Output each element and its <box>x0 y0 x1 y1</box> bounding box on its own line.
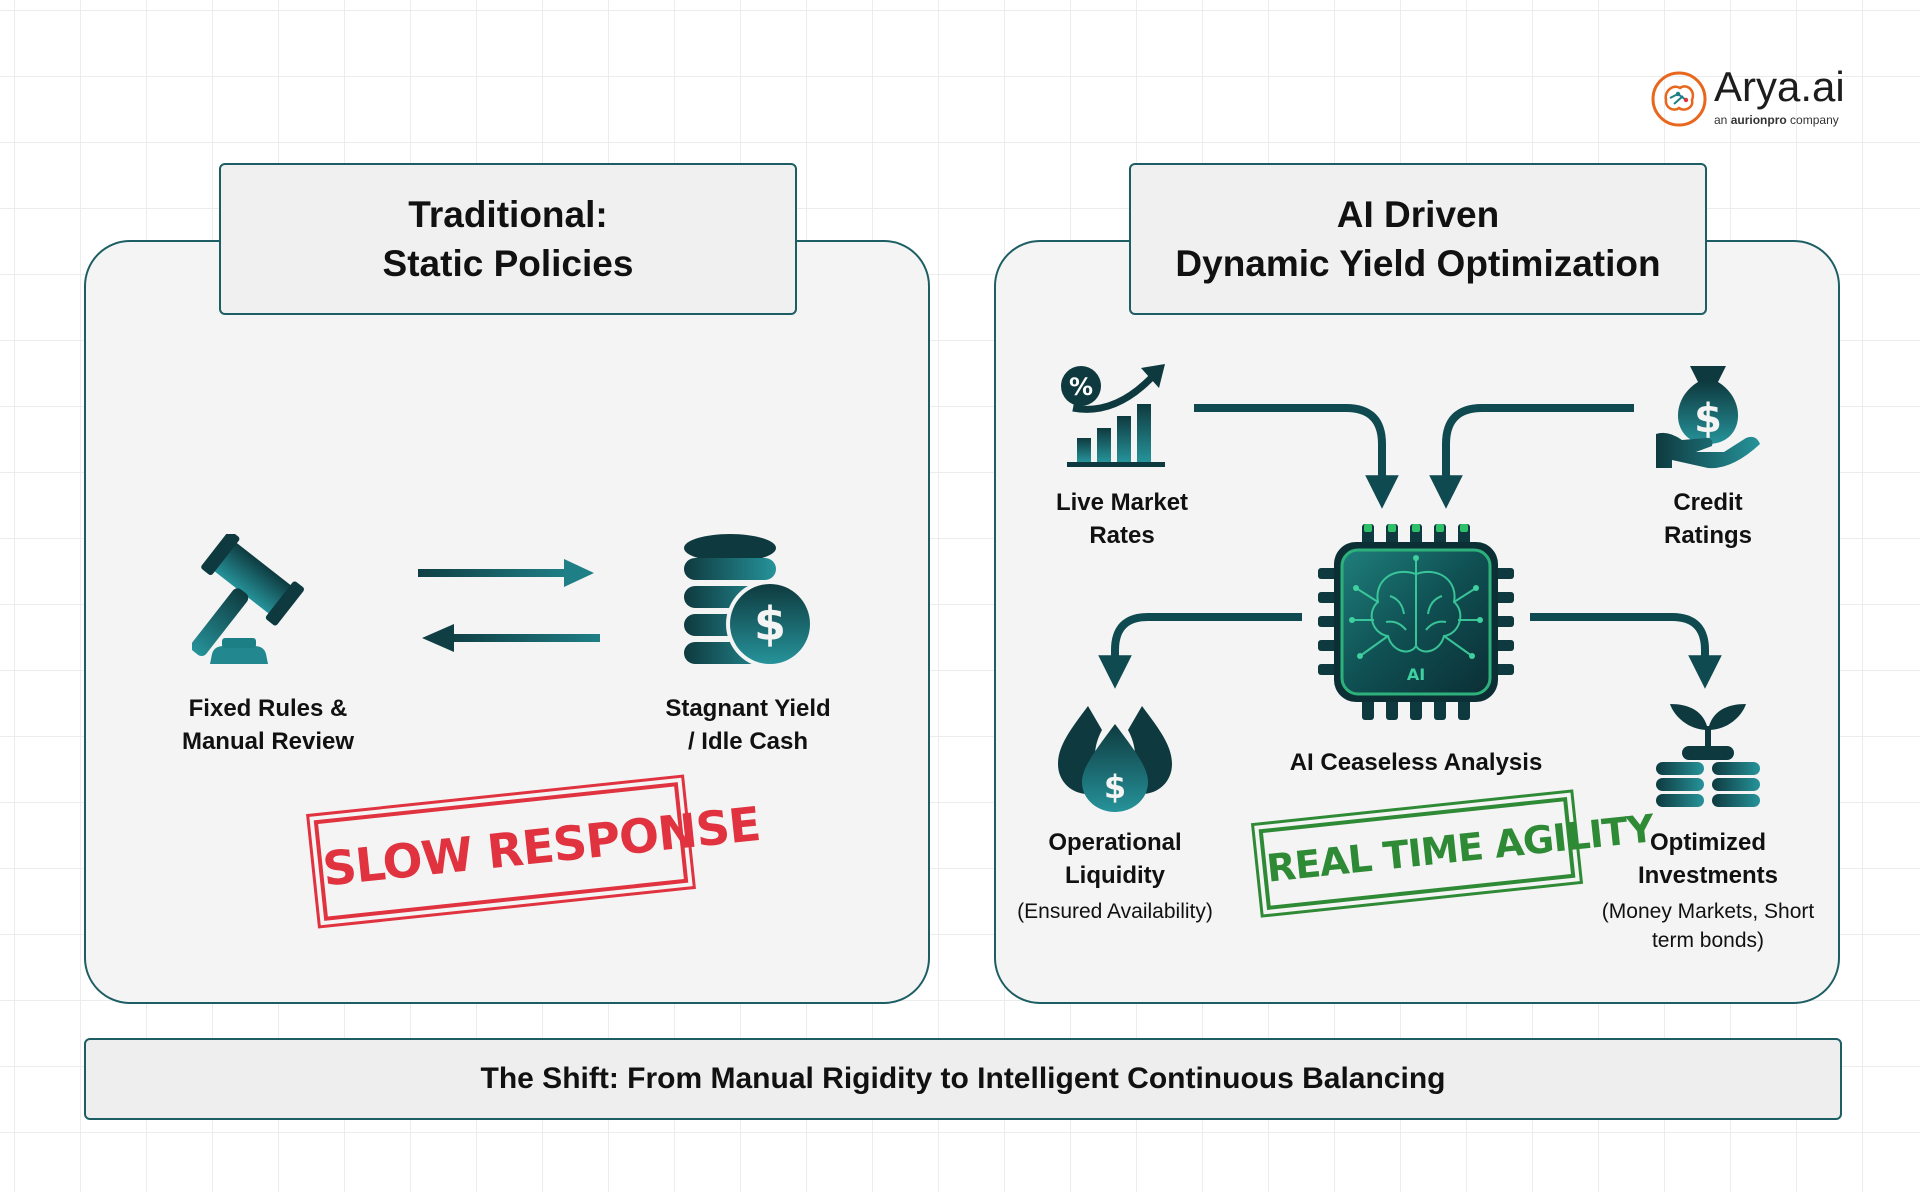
shift-footer-banner: The Shift: From Manual Rigidity to Intel… <box>84 1038 1842 1120</box>
liquidity-note: (Ensured Availability) <box>1017 900 1213 923</box>
fixed-rules-line2: Manual Review <box>181 728 355 755</box>
market-rates-chart-icon: % <box>1061 364 1165 467</box>
shift-footer-text: The Shift: From Manual Rigidity to Intel… <box>480 1062 1446 1095</box>
gavel-icon <box>192 534 305 664</box>
operational-liquidity-label: Operational Liquidity <box>1000 826 1230 892</box>
ai-brain-chip-icon: AI <box>1318 524 1514 720</box>
stagnant-yield-label: Stagnant Yield / Idle Cash <box>640 692 856 758</box>
ai-title-line1: AI Driven <box>1336 194 1500 235</box>
stagnant-yield-line2: / Idle Cash <box>687 728 809 755</box>
credit-ratings-line1: Credit <box>1673 489 1743 516</box>
brand-logo: Arya.ai an aurionpro company <box>1650 63 1850 130</box>
investments-line1: Optimized <box>1649 829 1766 856</box>
traditional-title-line1: Traditional: <box>408 194 608 235</box>
tagline-prefix: an <box>1714 113 1728 127</box>
live-market-line2: Rates <box>1089 522 1155 549</box>
investments-line2: Investments <box>1637 862 1779 889</box>
svg-text:%: % <box>1069 373 1093 401</box>
coin-stack-dollar-icon: $ <box>684 534 814 668</box>
ai-to-investments-arrow <box>1530 613 1722 689</box>
traditional-title-line2: Static Policies <box>382 243 634 284</box>
investments-note-line2: term bonds) <box>1651 929 1765 952</box>
credit-money-bag-icon: $ <box>1656 366 1760 469</box>
ai-analysis-label: AI Ceaseless Analysis <box>1289 749 1543 776</box>
optimized-investments-label: Optimized Investments <box>1592 826 1824 892</box>
tagline-suffix: company <box>1790 113 1839 127</box>
investments-note: (Money Markets, Short term bonds) <box>1572 897 1844 955</box>
credit-ratings-line2: Ratings <box>1663 522 1752 549</box>
liquidity-line1: Operational <box>1048 829 1182 856</box>
credit-ratings-label: Credit Ratings <box>1608 486 1808 552</box>
traditional-title-box: Traditional: Static Policies <box>219 163 797 315</box>
live-market-rates-label: Live Market Rates <box>1022 486 1222 552</box>
ai-to-liquidity-arrow <box>1098 613 1302 689</box>
brand-tagline: an aurionpro company <box>1714 113 1839 127</box>
credit-to-ai-arrow <box>1429 404 1634 509</box>
market-to-ai-arrow <box>1194 404 1399 509</box>
fixed-rules-label: Fixed Rules & Manual Review <box>160 692 376 758</box>
live-market-line1: Live Market <box>1055 489 1189 516</box>
liquidity-line2: Liquidity <box>1065 862 1165 889</box>
svg-text:$: $ <box>754 597 786 651</box>
stagnant-yield-line1: Stagnant Yield <box>665 695 831 722</box>
svg-text:$: $ <box>1694 396 1722 442</box>
brain-logo-icon <box>1651 71 1707 127</box>
liquidity-drop-icon: $ <box>1058 706 1172 812</box>
investment-plant-coins-icon <box>1656 704 1760 807</box>
ai-title-line2: Dynamic Yield Optimization <box>1175 243 1661 284</box>
brand-name: Arya.ai <box>1714 63 1845 110</box>
fixed-rules-line1: Fixed Rules & <box>188 695 348 722</box>
exchange-arrows-icon <box>418 559 600 652</box>
ai-title-box: AI Driven Dynamic Yield Optimization <box>1129 163 1707 315</box>
svg-text:$: $ <box>1104 768 1126 806</box>
tagline-company: aurionpro <box>1730 113 1787 127</box>
investments-note-line1: (Money Markets, Short <box>1601 900 1815 923</box>
chip-ai-text: AI <box>1407 665 1425 684</box>
